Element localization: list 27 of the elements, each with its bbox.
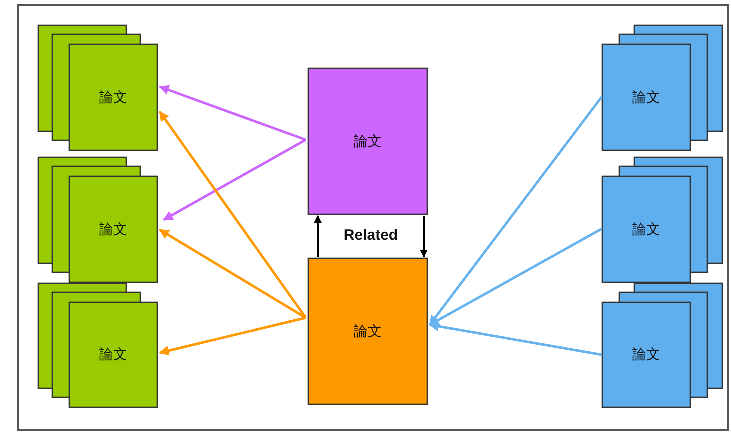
arrow xyxy=(159,316,306,356)
arrow xyxy=(429,322,602,356)
paper-stack xyxy=(38,25,158,151)
node-label: 論文 xyxy=(632,88,662,108)
node-label: 論文 xyxy=(353,322,383,342)
arrow xyxy=(429,96,603,326)
paper-stack xyxy=(38,283,158,408)
node-label: 論文 xyxy=(98,88,128,108)
node-label: 論文 xyxy=(632,220,662,240)
arrow xyxy=(163,138,307,222)
paper-stack xyxy=(602,157,723,283)
arrow xyxy=(158,111,308,319)
paper-stack xyxy=(602,283,723,408)
arrow xyxy=(314,215,322,257)
paper-stack xyxy=(38,157,158,283)
paper-stack xyxy=(602,25,723,151)
paper-box xyxy=(308,258,428,405)
node-label: 論文 xyxy=(98,346,128,365)
arrow xyxy=(159,228,307,320)
arrow xyxy=(420,216,428,258)
arrow xyxy=(429,228,603,326)
node-label: 論文 xyxy=(98,220,128,240)
node-label: 論文 xyxy=(353,132,383,152)
arrow xyxy=(159,85,306,142)
relation-label: Related xyxy=(342,227,400,244)
paper-box xyxy=(308,68,428,215)
node-label: 論文 xyxy=(632,346,662,365)
